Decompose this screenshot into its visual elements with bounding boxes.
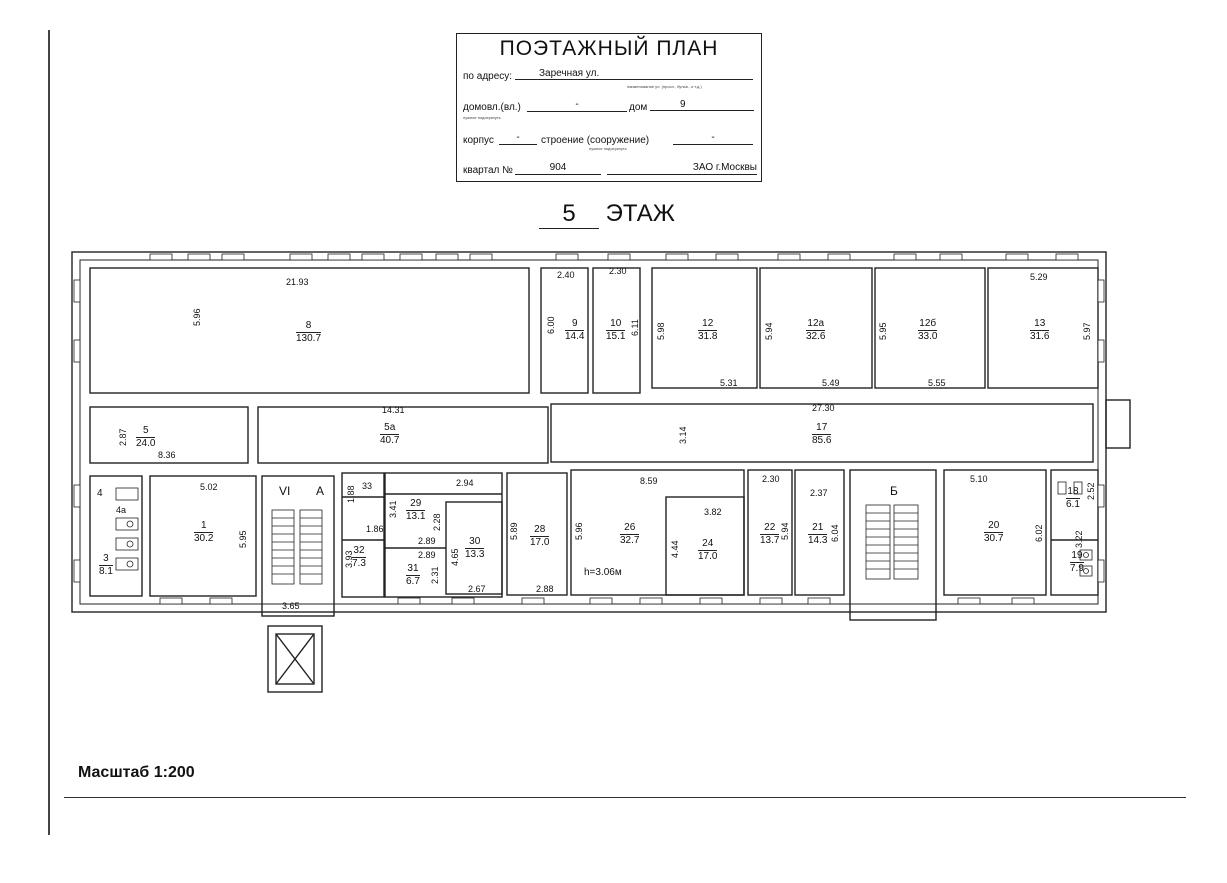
kvartal-value: 904	[515, 162, 601, 175]
room-12-outline	[651, 267, 758, 389]
elevator-car	[275, 633, 315, 685]
inner-wall-line	[79, 259, 1099, 605]
scale-label: Масштаб 1:200	[78, 764, 195, 781]
room-30-outline	[445, 501, 503, 595]
room-12b-outline	[874, 267, 986, 389]
room-28-outline	[506, 472, 568, 596]
floor-number: 5	[539, 200, 599, 229]
elevator-shaft	[267, 625, 323, 693]
outer-wall	[71, 251, 1107, 613]
room-21-outline	[794, 469, 845, 596]
room-5-outline	[89, 406, 249, 464]
kvartal-label: квартал №	[463, 165, 513, 176]
korpus-value: -	[499, 132, 537, 145]
dom-label: дом	[629, 102, 648, 113]
stroenie-label: строение (сооружение)	[541, 135, 650, 146]
title-stamp: ПОЭТАЖНЫЙ ПЛАН по адресу: Заречная ул. н…	[456, 33, 762, 182]
korpus-label: корпус	[463, 135, 494, 146]
stair-b-outline	[849, 469, 937, 621]
room-32-33-outline	[341, 472, 385, 598]
stroenie-hint: нужное подчеркнуть	[589, 146, 627, 151]
room-1-outline	[149, 475, 257, 597]
room-18-19-outline	[1050, 469, 1099, 596]
dom-value: 9	[650, 99, 754, 111]
stroenie-value: -	[673, 132, 753, 145]
address-hint: наименование ул. (просп., бульв., и т.д.…	[627, 84, 702, 89]
right-projection	[1105, 399, 1131, 449]
room-22-outline	[747, 469, 793, 596]
address-label: по адресу:	[463, 71, 513, 82]
domovl-label: домовл.(вл.)	[463, 102, 521, 113]
stamp-title: ПОЭТАЖНЫЙ ПЛАН	[499, 37, 719, 60]
room-20-outline	[943, 469, 1047, 596]
room-9-outline	[540, 267, 589, 394]
footer-rule	[64, 797, 1186, 798]
plumbing-fixtures	[115, 481, 1093, 577]
stair-a-outline	[261, 475, 335, 617]
floor-heading: 5 ЭТАЖ	[539, 200, 675, 229]
address-value: Заречная ул.	[515, 68, 753, 80]
room-5a-outline	[257, 406, 549, 464]
room-13-outline	[987, 267, 1099, 389]
room-24-outline	[665, 496, 745, 596]
room-17-outline	[550, 403, 1094, 463]
okrug-value: ЗАО г.Москвы	[607, 162, 757, 175]
room-26-outline	[570, 469, 745, 596]
room-10-outline	[592, 267, 641, 394]
windows	[73, 253, 1105, 605]
room-8-outline	[89, 267, 530, 394]
domovl-hint: нужное подчеркнуть	[463, 115, 501, 120]
room-3-4-outline	[89, 475, 143, 597]
stair-treads	[271, 504, 919, 585]
room-29-31-outline	[384, 472, 503, 598]
page-margin-line	[48, 30, 50, 835]
room-12a-outline	[759, 267, 873, 389]
floor-label: ЭТАЖ	[605, 200, 675, 227]
domovl-value: -	[527, 99, 627, 112]
